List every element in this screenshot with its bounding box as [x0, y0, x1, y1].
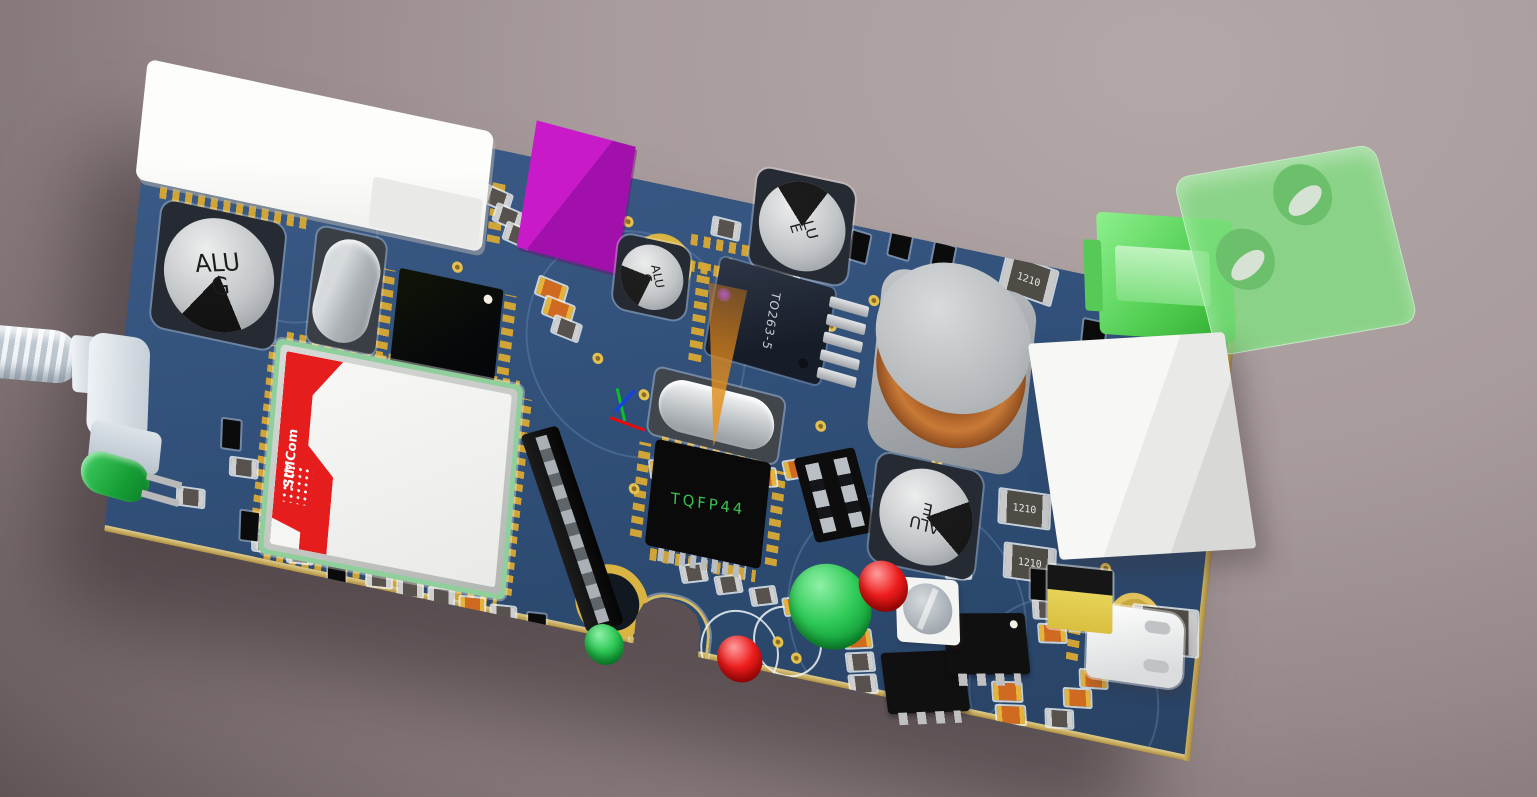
screw-hole — [1209, 224, 1282, 295]
pin1-dot — [483, 293, 493, 305]
smd-chip — [231, 458, 257, 478]
power-inductor — [855, 247, 1050, 487]
led-lead — [141, 489, 180, 508]
trimmer-slot — [916, 587, 939, 631]
cap-text: G — [209, 271, 232, 302]
cap-text: C — [639, 272, 655, 284]
smd-chip — [997, 706, 1026, 724]
pin1-dot — [1009, 620, 1019, 629]
terminal-plug-translucent — [1172, 143, 1419, 357]
capacitor-alu-g: ALU G — [157, 207, 281, 343]
smd-chip — [849, 675, 876, 692]
via — [592, 352, 604, 365]
origin-axes — [606, 382, 671, 454]
sma-thread — [0, 323, 81, 386]
logo-notch — [270, 518, 302, 550]
header-pins — [804, 462, 837, 534]
via — [451, 261, 463, 274]
cap-marking: ALU G — [157, 216, 281, 335]
smd-chip — [1046, 710, 1072, 728]
led-lead — [146, 472, 183, 490]
smd-transistor — [222, 419, 241, 450]
screw-slot — [1283, 179, 1327, 222]
smd-chip — [712, 218, 740, 240]
smd-chip — [847, 653, 874, 670]
cap-text: E — [920, 498, 935, 521]
screw-slot — [1226, 244, 1270, 287]
smd-transformer — [1047, 564, 1113, 635]
via — [790, 652, 802, 665]
smd-transistor — [240, 511, 259, 542]
soic-pins — [957, 673, 1022, 686]
axis-x-red — [609, 416, 645, 432]
cone-glint — [716, 286, 731, 303]
usb-slot — [1143, 658, 1170, 674]
trimmer-knob — [902, 581, 954, 637]
usb-slot — [1144, 619, 1171, 636]
via — [815, 420, 827, 433]
terminal-wing — [1083, 239, 1104, 312]
smd-chip — [552, 316, 581, 341]
screw-hole — [1266, 159, 1339, 230]
cap-text: E — [785, 221, 806, 236]
soic-pins — [898, 710, 962, 726]
smd-chip: 1210 — [999, 489, 1049, 528]
smd-chip — [1065, 689, 1091, 707]
mcu-tqfp44: TQFP44 — [644, 438, 772, 580]
capacitor-alu-c: ALU C — [617, 238, 687, 316]
relay-box — [1027, 331, 1257, 560]
via — [772, 635, 784, 648]
smd-chip — [715, 576, 741, 594]
smd-chip — [750, 587, 776, 605]
mcu-marking: TQFP44 — [670, 488, 746, 519]
